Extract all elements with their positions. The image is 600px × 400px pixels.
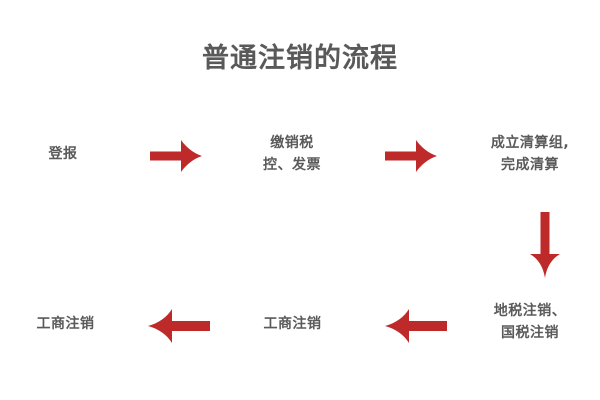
arrow-down-icon-1 [527,212,563,278]
page-title: 普通注销的流程 [202,43,398,74]
flow-node-jiao-xiao-shui-kong: 缴销税 控、发票 [263,135,321,173]
flow-node-gong-shang-zhu-xiao-2: 工商注销 [36,316,95,332]
arrow-right-icon-2 [385,139,437,173]
flow-node-di-shui-guo-shui-zhu-xiao: 地税注销、 国税注销 [493,303,567,341]
flow-node-gong-shang-zhu-xiao-1: 工商注销 [263,316,322,332]
arrow-left-icon-1 [385,308,447,344]
arrow-left-icon-2 [148,308,210,344]
arrow-right-icon-1 [150,139,202,173]
flow-node-deng-bao: 登报 [48,146,78,162]
flow-node-cheng-li-qing-suan-zu: 成立清算组, 完成清算 [490,135,570,173]
